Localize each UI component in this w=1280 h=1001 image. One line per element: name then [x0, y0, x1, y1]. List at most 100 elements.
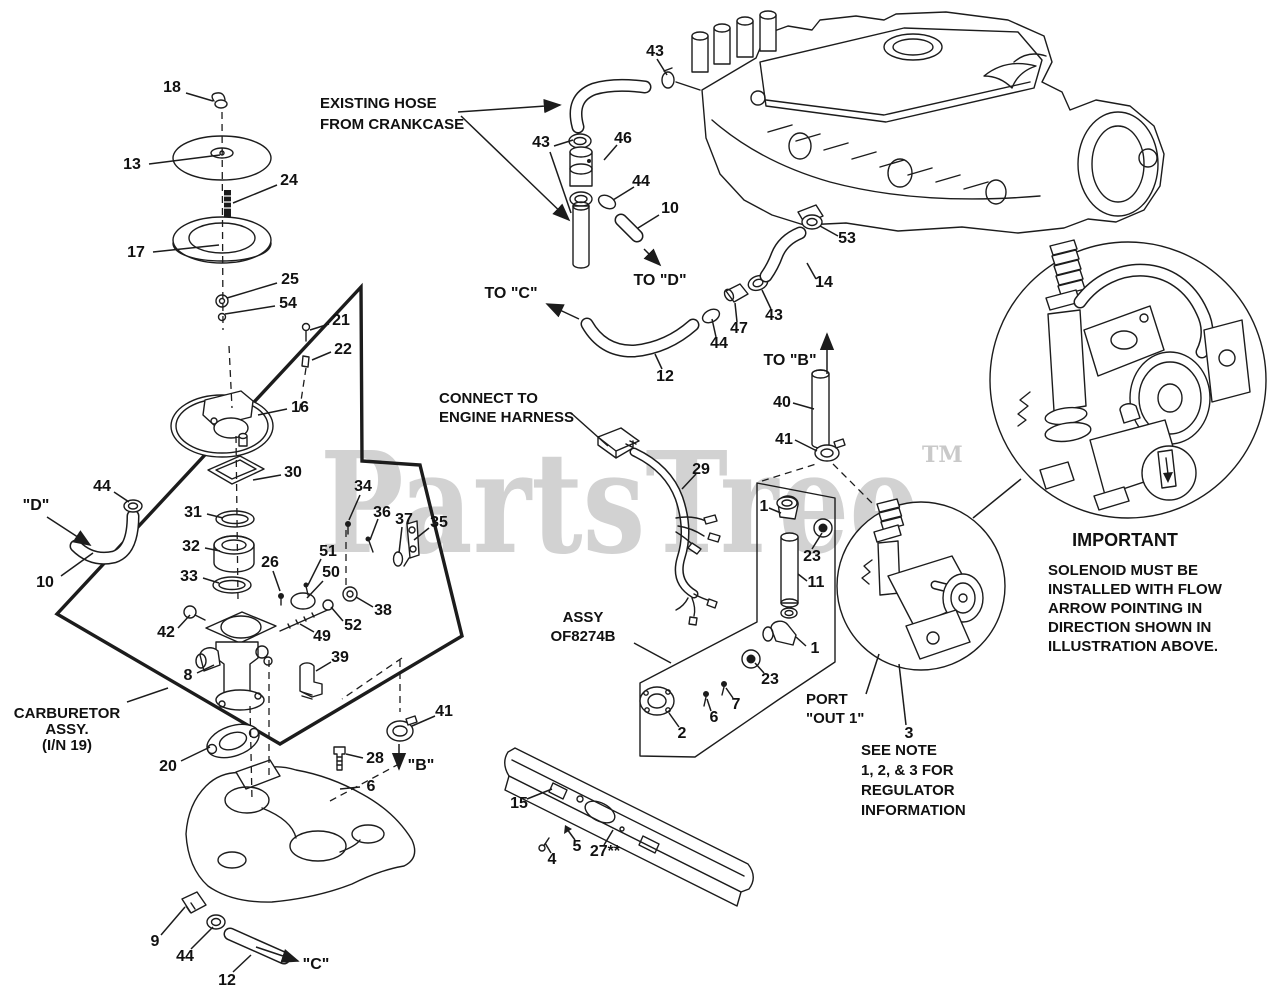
leader-line: [761, 289, 772, 310]
callout-29: 29: [692, 461, 710, 478]
annotation-line: OF8274B: [550, 628, 616, 645]
annotation-line: INFORMATION: [861, 802, 966, 819]
leader-line: [126, 687, 169, 703]
port-out1-note: PORT"OUT 1": [806, 690, 864, 728]
cover-13: [172, 135, 272, 181]
leader-line: [204, 547, 221, 552]
callout-36: 36: [373, 504, 391, 521]
important-heading: IMPORTANT: [1072, 530, 1178, 550]
annotation-line: REGULATOR: [861, 782, 955, 799]
annotation-line: ASSY: [562, 609, 604, 626]
callout-6: 6: [709, 709, 719, 726]
leader-line: [792, 402, 815, 410]
leader-line: [160, 906, 186, 936]
leader-line: [185, 92, 214, 102]
leader-line: [761, 463, 817, 482]
tube: [572, 205, 590, 269]
callout-27: 27**: [589, 843, 621, 860]
callout-43: 43: [532, 134, 550, 151]
leader-line: [637, 214, 660, 229]
callout-23: 23: [803, 548, 821, 565]
throttle-linkage: [278, 520, 420, 700]
elbow-1: [770, 620, 797, 646]
callout-2: 2: [677, 725, 687, 742]
leader-line: [221, 111, 224, 331]
leader-line: [654, 353, 663, 370]
callout-50: 50: [322, 564, 340, 581]
annotation-line: FROM CRANKCASE: [320, 116, 465, 133]
leader-line: [348, 494, 361, 521]
direction-arrow: [545, 303, 580, 320]
leader-line: [972, 478, 1022, 519]
oring-33: [212, 576, 252, 594]
leader-line: [549, 151, 572, 214]
leader-line: [330, 606, 344, 622]
engine-valve-cover: [759, 27, 1043, 123]
annotation-line: CARBURETOR: [13, 705, 121, 722]
leader-line: [754, 662, 765, 674]
leader-line: [795, 636, 807, 647]
direction-arrow: [457, 98, 562, 114]
leader-line: [819, 225, 839, 237]
callout-47: 47: [730, 320, 748, 337]
assy-of8274b-note: ASSY OF8274B: [550, 608, 615, 646]
annotation-line: DIRECTION SHOWN IN: [1048, 619, 1212, 636]
wire-harness: [597, 427, 721, 626]
regulator-detail-circle: [836, 498, 1006, 671]
callout-33: 33: [180, 568, 198, 585]
leader-line: [180, 746, 211, 762]
callout-9: 9: [150, 933, 160, 950]
leader-line: [311, 351, 332, 361]
bolt-42: [183, 605, 206, 621]
gasket-30: [207, 455, 265, 485]
leader-line: [232, 184, 278, 204]
leader-line: [681, 473, 697, 490]
callout-44: 44: [93, 478, 111, 495]
leader-line: [329, 763, 400, 802]
leader-line: [341, 657, 403, 700]
fitting-9: [181, 891, 207, 914]
callout-10: 10: [661, 200, 679, 217]
oring-31: [215, 510, 255, 528]
leader-line: [113, 491, 130, 503]
direction-arrow: [460, 115, 571, 222]
leader-line: [306, 580, 324, 599]
flywheel-housing: [1077, 111, 1159, 217]
callout-28: 28: [366, 750, 384, 767]
annotation-line: SOLENOID MUST BE: [1048, 562, 1199, 579]
callout-6: 6: [366, 778, 376, 795]
engine-pushrods: [691, 10, 777, 73]
pin-26: [278, 593, 284, 599]
direction-arrow: [643, 248, 662, 267]
callout-37: 37: [395, 511, 413, 528]
callout-20: 20: [159, 758, 177, 775]
callout-44: 44: [710, 335, 728, 352]
leader-line: [526, 788, 553, 800]
annotation-line: ILLUSTRATION ABOVE.: [1048, 638, 1218, 655]
leader-line: [668, 712, 680, 728]
clamp-44: [123, 499, 143, 513]
callout-5: 5: [572, 838, 582, 855]
washer-54: [217, 312, 227, 322]
callout-54: 54: [279, 295, 297, 312]
leader-line: [865, 653, 880, 695]
annotation-line: (I/N 19): [41, 737, 92, 754]
leader-line: [398, 526, 403, 554]
callout-32: 32: [182, 538, 200, 555]
callout-tod: TO "D": [633, 272, 687, 289]
wing-nut-18: [211, 92, 228, 109]
intake-manifold: [181, 759, 416, 965]
leader-line: [734, 302, 738, 323]
leader-line: [898, 663, 907, 726]
callout-18: 18: [163, 79, 181, 96]
leader-line: [228, 345, 233, 409]
callout-17: 17: [127, 244, 145, 261]
hose-10-left: [69, 499, 143, 565]
leader-line: [315, 661, 332, 672]
leader-line: [309, 323, 330, 331]
callout-39: 39: [331, 649, 349, 666]
annotation-line: CONNECT TO: [439, 390, 538, 407]
leader-line: [656, 58, 668, 76]
pin-51: [303, 582, 309, 588]
